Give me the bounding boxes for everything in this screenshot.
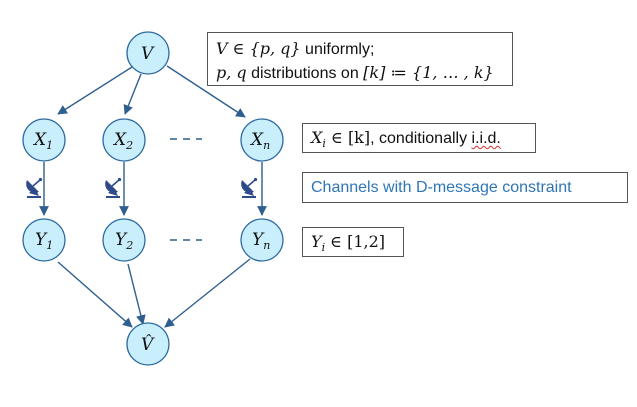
svg-text:V̂: V̂ xyxy=(141,335,155,355)
edge-y2-vhat xyxy=(127,263,146,325)
svg-text:Yn: Yn xyxy=(252,230,270,252)
pq-math: p, q xyxy=(216,63,247,82)
yi-range: ∈ [1,2] xyxy=(325,232,386,251)
edge-v-xn xyxy=(166,65,246,118)
distributions-text: distributions on xyxy=(246,65,364,82)
node-yn-sub: n xyxy=(263,239,270,252)
yi-sub: i xyxy=(321,241,326,255)
node-y2-sub: 2 xyxy=(125,239,133,252)
channel-description-box: Channels with D-message constraint xyxy=(302,172,628,203)
xi-sub: i xyxy=(322,137,326,151)
node-vhat: V̂ xyxy=(126,322,170,366)
xi-base: X xyxy=(311,128,323,147)
node-y2: Y2 xyxy=(102,218,146,262)
node-y2-label: Y xyxy=(115,230,128,250)
iid-text: i.i.d. xyxy=(471,130,501,147)
node-x2: X2 xyxy=(102,118,146,162)
x-description-box: Xi ∈ [k], conditionally i.i.d. xyxy=(302,123,536,153)
satellite-dish-icon xyxy=(240,176,259,198)
satellite-dish-icon xyxy=(25,176,44,198)
node-y1-sub: 1 xyxy=(46,239,53,252)
svg-text:X2: X2 xyxy=(112,130,133,152)
svg-text:Y2: Y2 xyxy=(115,230,133,252)
v-uniform-text: uniformly; xyxy=(300,41,375,58)
node-v-label: V xyxy=(141,44,155,64)
node-x1-label: X xyxy=(32,130,47,150)
satellite-dish-icon xyxy=(104,176,123,198)
conditionally-text: , conditionally xyxy=(370,130,472,147)
node-y1: Y1 xyxy=(22,218,66,262)
node-yn: Yn xyxy=(240,218,284,262)
v-description-line-1: V ∈ {p, q} uniformly; xyxy=(216,37,504,61)
channel-text: Channels with D-message constraint xyxy=(311,179,572,196)
node-x2-label: X xyxy=(112,130,127,150)
k-set-math: [k] ≔ {1, … , k} xyxy=(363,63,494,82)
svg-text:Y1: Y1 xyxy=(35,230,53,252)
node-xn: Xn xyxy=(240,118,284,162)
svg-text:Xn: Xn xyxy=(249,130,270,152)
svg-text:V: V xyxy=(141,44,155,64)
svg-text:X1: X1 xyxy=(32,130,53,152)
edge-v-x2 xyxy=(123,73,142,115)
v-support-math: V ∈ {p, q} xyxy=(216,39,301,58)
node-x1: X1 xyxy=(22,118,66,162)
xi-range: ∈ [k] xyxy=(325,128,371,147)
edge-v-x1 xyxy=(57,66,133,115)
node-xn-sub: n xyxy=(263,139,270,152)
v-description-line-2: p, q distributions on [k] ≔ {1, … , k} xyxy=(216,61,504,85)
node-x2-sub: 2 xyxy=(125,139,133,152)
yi-base: Y xyxy=(311,232,322,251)
node-x1-sub: 1 xyxy=(46,139,53,152)
edge-y1-vhat xyxy=(57,261,133,328)
node-y1-label: Y xyxy=(35,230,48,250)
node-xn-label: X xyxy=(249,130,264,150)
node-v: V xyxy=(126,31,170,75)
y-description-box: Yi ∈ [1,2] xyxy=(302,227,404,257)
node-yn-label: Y xyxy=(252,230,265,250)
node-vhat-label: V̂ xyxy=(141,335,155,355)
edge-yn-vhat xyxy=(164,258,251,328)
v-description-box: V ∈ {p, q} uniformly; p, q distributions… xyxy=(207,32,513,86)
